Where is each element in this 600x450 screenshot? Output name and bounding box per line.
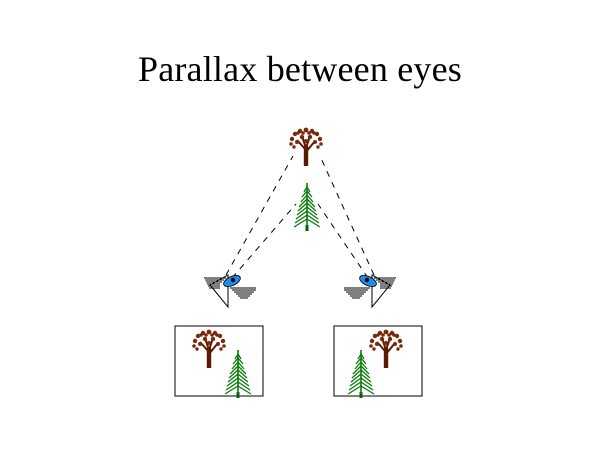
right-eye-to-pine-line [317,203,369,279]
left-eye-to-far-tree-line [225,155,294,276]
sight-lines [225,155,375,279]
right-eye-icon [343,272,397,308]
right-view-frame [333,325,423,397]
left-eye-view-panel [174,325,264,399]
page-title: Parallax between eyes [137,49,463,89]
near-pine-icon [293,182,321,232]
left-eye-icon [203,272,257,308]
left-eye-to-pine-line [231,203,297,279]
far-tree-icon [288,126,324,167]
right-eye-to-far-tree-line [319,155,375,276]
right-eye-view-panel [333,325,423,399]
